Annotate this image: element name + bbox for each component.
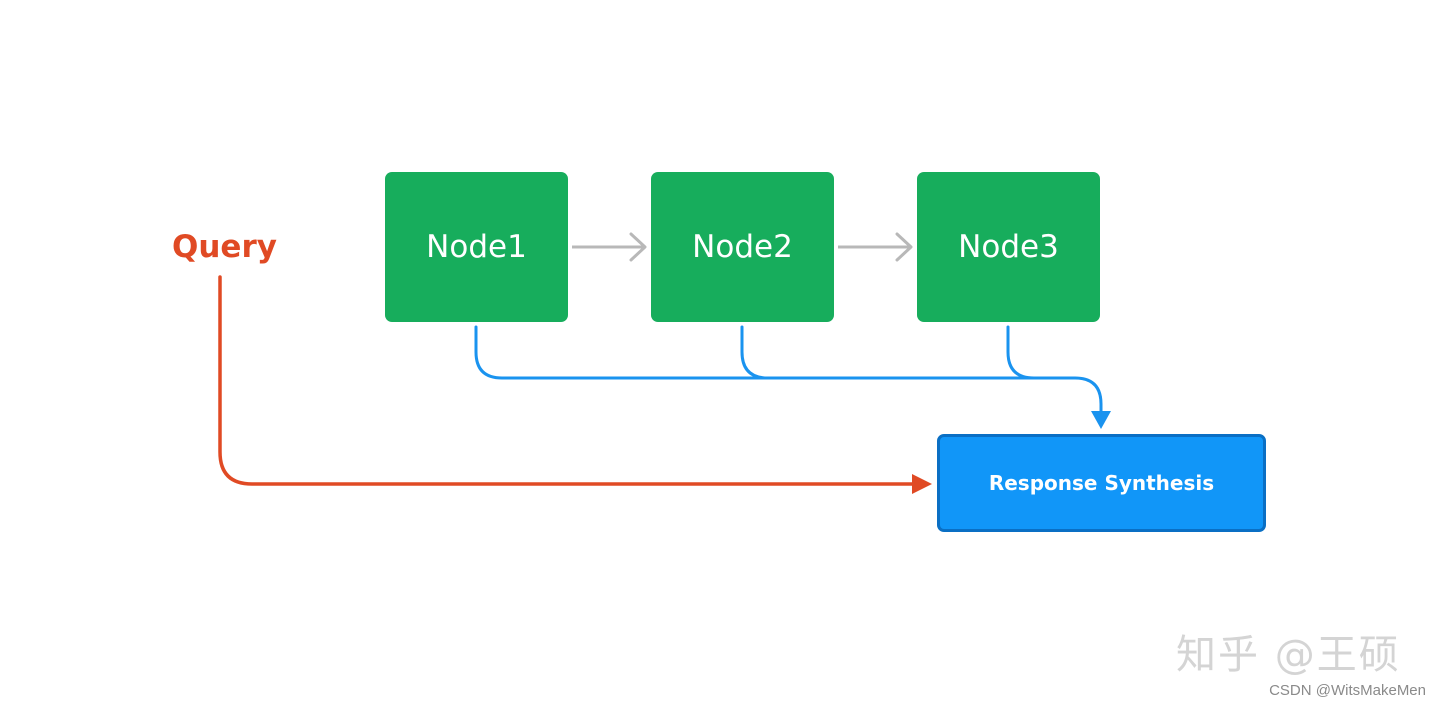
source-credit: CSDN @WitsMakeMen xyxy=(1269,682,1426,699)
retrieval-connector xyxy=(474,325,1111,429)
arrow-node2-to-node3 xyxy=(838,232,913,262)
node-2-label: Node2 xyxy=(692,229,793,265)
node-3-label: Node3 xyxy=(958,229,1059,265)
watermark: 知乎 @王硕 xyxy=(1176,632,1401,678)
query-arrowhead xyxy=(912,474,932,494)
query-connector xyxy=(218,275,932,494)
arrow-node1-to-node2 xyxy=(572,232,647,262)
node-1-label: Node1 xyxy=(426,229,527,265)
node-2: Node2 xyxy=(651,172,834,322)
query-label: Query xyxy=(172,229,277,265)
node-1: Node1 xyxy=(385,172,568,322)
node-3: Node3 xyxy=(917,172,1100,322)
retrieval-arrowhead xyxy=(1091,411,1111,429)
response-synthesis-label: Response Synthesis xyxy=(988,471,1215,495)
response-synthesis-box: Response Synthesis xyxy=(937,434,1266,532)
